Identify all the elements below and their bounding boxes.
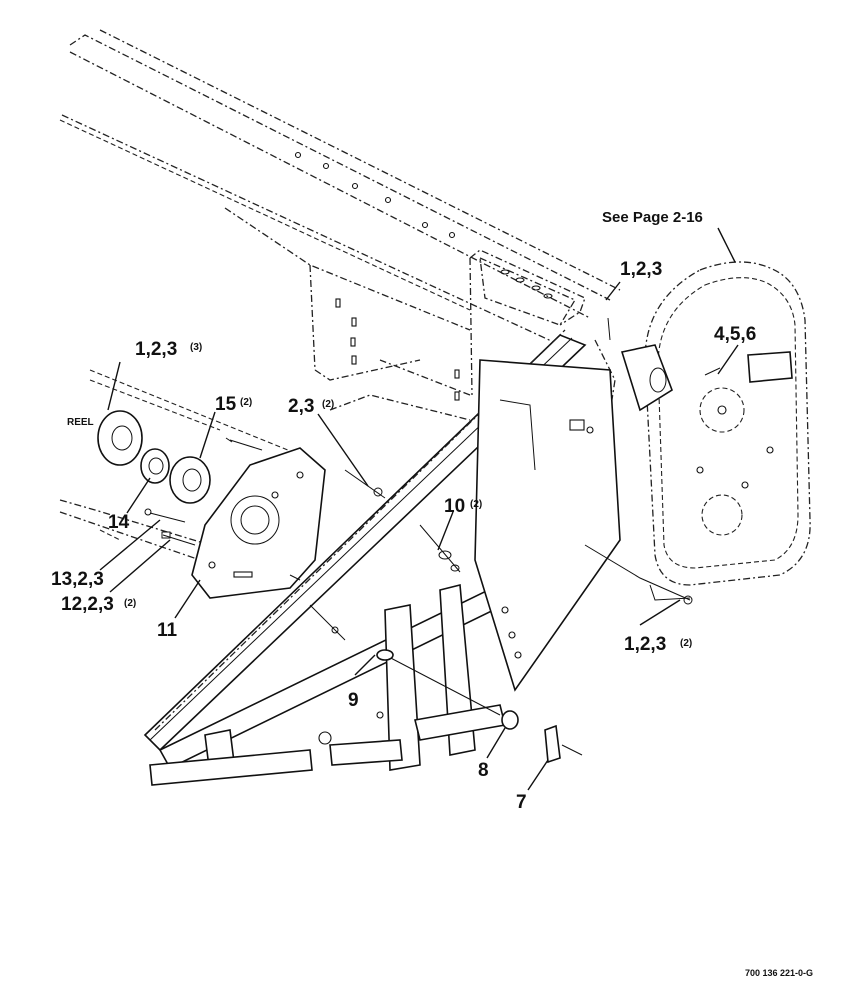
callout-1-2-3-top: 1,2,3 bbox=[620, 259, 662, 280]
reel-bearing-parts bbox=[97, 410, 263, 504]
callout-14: 14 bbox=[108, 512, 130, 533]
chain-case bbox=[620, 261, 811, 601]
bearing-plate bbox=[191, 447, 326, 599]
callout-8: 8 bbox=[478, 760, 489, 781]
callout-15-qty: (2) bbox=[240, 397, 252, 408]
callout-10: 10 bbox=[444, 496, 465, 517]
callout-2-3-qty: (2) bbox=[322, 399, 334, 410]
figure-id: 700 136 221-0-G bbox=[745, 968, 813, 978]
callout-1-2-3-left: 1,2,3 bbox=[135, 339, 177, 360]
main-frame bbox=[143, 329, 621, 786]
leader-lines bbox=[99, 227, 739, 791]
callout-1-2-3-left-qty: (3) bbox=[190, 342, 202, 353]
callout-2-3: 2,3 bbox=[288, 396, 314, 417]
callout-see-page: See Page 2-16 bbox=[602, 209, 703, 226]
callout-reel: REEL bbox=[67, 417, 94, 428]
callouts: See Page 2-16 1,2,3 4,5,6 1,2,3 (3) REEL… bbox=[51, 209, 813, 978]
callout-1-2-3-right: 1,2,3 bbox=[624, 634, 666, 655]
callout-7: 7 bbox=[516, 792, 527, 813]
callout-15: 15 bbox=[215, 394, 237, 415]
header-bracket bbox=[479, 256, 576, 326]
fasteners bbox=[144, 317, 721, 764]
callout-12-2-3-qty: (2) bbox=[124, 598, 136, 609]
callout-13-2-3: 13,2,3 bbox=[51, 569, 104, 590]
callout-11: 11 bbox=[157, 620, 178, 641]
callout-10-qty: (2) bbox=[470, 499, 482, 510]
callout-12-2-3: 12,2,3 bbox=[61, 594, 114, 615]
header-holes bbox=[294, 151, 460, 401]
callout-4-5-6: 4,5,6 bbox=[714, 324, 756, 345]
callout-9: 9 bbox=[348, 690, 359, 711]
callout-1-2-3-right-qty: (2) bbox=[680, 638, 692, 649]
